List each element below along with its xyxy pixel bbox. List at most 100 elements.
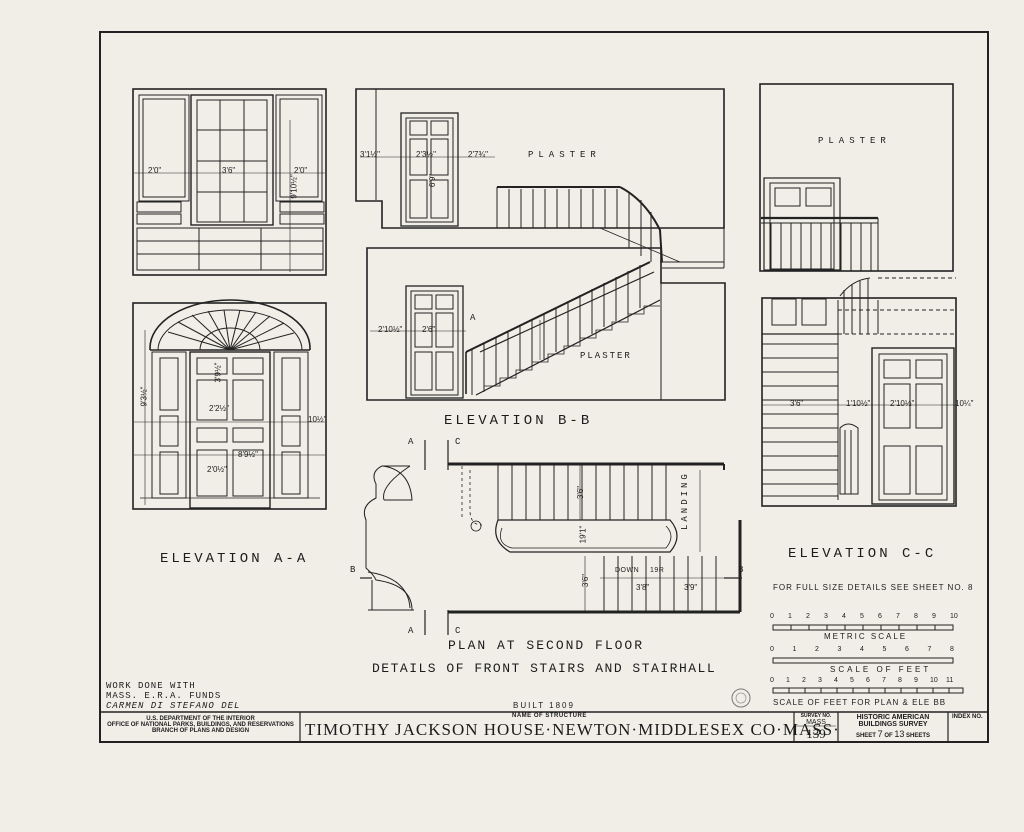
dim-upper-gap: 2'7¾" — [468, 150, 488, 159]
scale-tick-label: 2 — [802, 677, 806, 684]
survey-seal — [731, 688, 751, 708]
scale-tick-label: 9 — [914, 677, 918, 684]
elevation-bb-drawing — [366, 247, 726, 401]
scale-tick-label: 7 — [882, 677, 886, 684]
elevation-aa-label: ELEVATION A-A — [160, 551, 309, 567]
section-mark-b-left: B — [350, 565, 358, 575]
scale-tick-label: 3 — [818, 677, 822, 684]
scale-tick-label: 4 — [860, 646, 864, 653]
window-cabinet-elevation — [132, 88, 327, 276]
built-date: BUILT 1809 — [513, 701, 575, 710]
scale-tick-label: 10 — [950, 613, 958, 620]
scale-tick-label: 1 — [792, 646, 797, 653]
scale-tick-label: 6 — [905, 646, 909, 653]
plaster-label-right: PLASTER — [818, 136, 891, 146]
dim-trim-width: 10½" — [308, 415, 327, 424]
dim-cabinet-right: 2'0" — [294, 166, 308, 175]
risers-label: 19R — [650, 567, 665, 574]
habs-sheet-line: SHEET 7 OF 13 SHEETS — [840, 729, 946, 739]
dim-upper-door-height: 6'9" — [428, 173, 438, 188]
fanlight-doorway-elevation — [132, 299, 327, 510]
metric-scale-ticks: 0 1 2 3 4 5 6 7 8 9 10 — [770, 613, 960, 623]
scale-tick-label: 8 — [950, 646, 954, 653]
scale-tick-label: 8 — [898, 677, 902, 684]
dim-door-height: 9'3½" — [139, 386, 149, 407]
section-mark-a-bottom: A — [408, 626, 416, 636]
dim-upper-door: 2'3½" — [416, 150, 436, 159]
dim-plan-landing-b: 3'9" — [684, 583, 698, 592]
dim-cc-rail: 1'10½" — [846, 399, 871, 408]
habs-line-1: HISTORIC AMERICAN — [856, 714, 930, 721]
scale-tick-label: 5 — [860, 613, 864, 620]
dim-lower-panel: 2'0½" — [207, 465, 227, 474]
sheet-border — [99, 31, 989, 743]
stairhall-upper-elevation — [355, 88, 725, 269]
metric-scale-label: METRIC SCALE — [824, 632, 908, 641]
scale-tick-label: 6 — [866, 677, 870, 684]
scale-tick-label: 5 — [882, 646, 887, 653]
index-no-label: INDEX NO. — [952, 714, 983, 720]
habs-block: HISTORIC AMERICAN BUILDINGS SURVEY SHEET… — [840, 714, 946, 739]
scale-note: SCALE OF FEET FOR PLAN & ELE BB — [773, 698, 947, 707]
section-mark-c-bottom: C — [455, 626, 463, 636]
dim-cabinet-height: 9'10½" — [289, 174, 299, 199]
scale-tick-label: 10 — [930, 677, 938, 684]
scale-tick-label: 1 — [786, 677, 790, 684]
habs-line-2: BUILDINGS SURVEY — [858, 721, 928, 728]
structure-name: TIMOTHY JACKSON HOUSE·NEWTON·MIDDLESEX C… — [305, 720, 840, 739]
details-title: DETAILS OF FRONT STAIRS AND STAIRHALL — [372, 661, 717, 676]
survey-number: 139 — [806, 726, 826, 741]
agency-line-2: OFFICE OF NATIONAL PARKS, BUILDINGS, AND… — [107, 722, 294, 728]
scale-tick-label: 0 — [770, 613, 774, 620]
credit-line-1: WORK DONE WITH — [106, 681, 196, 691]
title-block-lines — [101, 711, 987, 743]
dim-cc-trim: 10¼" — [955, 399, 974, 408]
dim-cc-stair: 3'6" — [790, 399, 804, 408]
dim-plan-hall-length: 19'1" — [578, 525, 588, 544]
dim-bb-wall: 2'10½" — [378, 325, 403, 334]
survey-no-label: SURVEY NO. — [800, 713, 832, 719]
dim-plan-upper-stair: 3'6" — [576, 485, 586, 500]
section-mark-b-right: B — [738, 565, 746, 575]
plan-second-floor — [360, 440, 742, 635]
plan-title: PLAN AT SECOND FLOOR — [448, 638, 645, 653]
scale-of-feet-label: SCALE OF FEET — [830, 665, 932, 674]
agency-block: U.S. DEPARTMENT OF THE INTERIOR OFFICE O… — [101, 716, 300, 734]
scale-bars — [772, 624, 964, 694]
scale-tick-label: 7 — [896, 613, 900, 620]
dim-upper-wall: 3'1½" — [360, 150, 380, 159]
scale-tick-label: 6 — [878, 613, 882, 620]
agency-line-1: U.S. DEPARTMENT OF THE INTERIOR — [146, 716, 255, 722]
scale-tick-label: 4 — [834, 677, 838, 684]
credit-line-2: MASS. E.R.A. FUNDS — [106, 691, 222, 701]
dim-bb-door: 2'6" — [422, 325, 436, 334]
scale-tick-label: 0 — [770, 646, 774, 653]
scale-tick-label: 9 — [932, 613, 936, 620]
section-mark-c-top: C — [455, 437, 463, 447]
scale-tick-label: 0 — [770, 677, 774, 684]
section-mark-a-top: A — [408, 437, 416, 447]
scale-tick-label: 3 — [837, 646, 842, 653]
scale-tick-label: 11 — [946, 677, 954, 684]
feet-scale-ticks: 0 1 2 3 4 5 6 7 8 9 10 11 — [770, 677, 966, 687]
scale-tick-label: 5 — [850, 677, 854, 684]
plaster-label-upper: PLASTER — [528, 150, 601, 160]
down-label: DOWN — [615, 567, 640, 574]
plaster-label-bb: PLASTER — [580, 351, 632, 361]
survey-number-block: SURVEY NO. MASS 139 — [795, 713, 837, 742]
scale-tick-label: 1 — [788, 613, 792, 620]
section-mark-a-bb: A — [470, 313, 478, 323]
scale-tick-label: 3 — [824, 613, 828, 620]
scale-tick-label: 2 — [806, 613, 810, 620]
name-of-structure-label: NAME OF STRUCTURE — [512, 713, 587, 719]
dim-plan-landing-a: 3'8" — [636, 583, 650, 592]
scale-tick-label: 8 — [914, 613, 918, 620]
landing-label: LANDING — [680, 471, 690, 530]
elevation-cc-upper — [759, 83, 954, 272]
full-size-note: FOR FULL SIZE DETAILS SEE SHEET NO. 8 — [773, 583, 974, 592]
dim-plan-lower-stair: 3'6" — [581, 573, 591, 588]
dim-panel-width: 2'2½" — [209, 404, 229, 413]
scale-tick-label: 4 — [842, 613, 846, 620]
